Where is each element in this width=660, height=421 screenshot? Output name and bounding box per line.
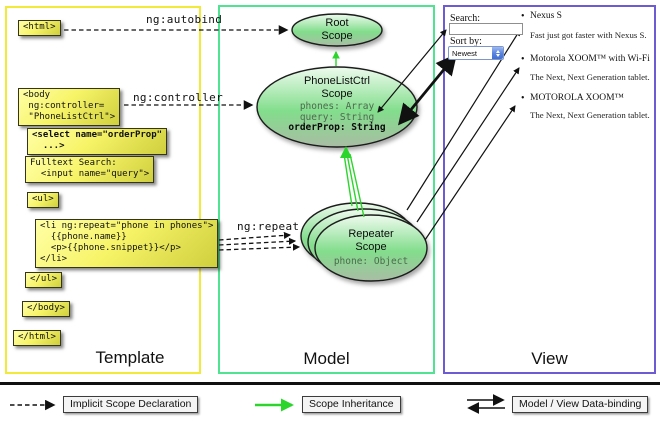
legend-divider [0, 382, 660, 385]
model-column-label: Model [303, 349, 350, 368]
template-column-label: Template [95, 348, 165, 367]
repeater-scope-prop: phone: Object [333, 256, 409, 267]
phone-name: Nexus S [530, 11, 562, 21]
root-scope-title: Root Scope [321, 17, 353, 42]
code-li-repeat: <li ng:repeat="phone in phones"> {{phone… [35, 219, 219, 268]
prop-orderprop: orderProp: String [288, 122, 386, 133]
root-scope: Root Scope [292, 17, 382, 42]
phone-name: MOTOROLA XOOM™ [530, 93, 624, 103]
code-select: <select name="orderProp" ...> [27, 128, 168, 155]
legend-data-binding: Model / View Data-binding [512, 396, 649, 413]
repeater-scope: Repeater Scope phone: Object [315, 228, 427, 268]
bullet-icon: • [521, 93, 525, 104]
search-input[interactable] [449, 23, 523, 35]
code-html-open: <html> [18, 20, 61, 36]
code-body-close: </body> [22, 301, 70, 317]
bullet-icon: • [521, 54, 525, 65]
phone-name: Motorola XOOM™ with Wi-Fi [530, 54, 650, 64]
code-html-close: </html> [13, 330, 61, 346]
template-panel [5, 6, 201, 374]
select-stepper-icon [492, 47, 503, 59]
code-fulltext: Fulltext Search: <input name="query"> [25, 156, 155, 183]
ng-autobind-label: ng:autobind [146, 13, 223, 26]
legend-implicit-scope: Implicit Scope Declaration [63, 396, 199, 413]
phone-snippet: The Next, Next Generation tablet. [530, 110, 650, 120]
phone-snippet: Fast just got faster with Nexus S. [530, 30, 647, 40]
model-panel [218, 5, 435, 374]
code-body-open: <body ng:controller= "PhoneListCtrl"> [18, 88, 121, 126]
bullet-icon: • [521, 11, 525, 22]
view-column-label: View [531, 349, 568, 368]
ng-repeat-label: ng:repeat [237, 220, 300, 233]
sort-select[interactable]: Newest [448, 46, 504, 60]
phonelistctrl-scope-props: phones: Array query: String orderProp: S… [257, 101, 417, 134]
sort-select-value: Newest [452, 48, 478, 58]
code-ul-open: <ul> [27, 192, 59, 208]
legend-scope-inheritance: Scope Inheritance [302, 396, 401, 413]
code-ul-close: </ul> [25, 272, 63, 288]
ng-controller-label: ng:controller [133, 91, 223, 104]
search-label: Search: [450, 13, 480, 24]
phonelistctrl-scope: PhoneListCtrl Scope phones: Array query:… [257, 75, 417, 134]
repeater-scope-title: Repeater Scope [348, 228, 394, 253]
phonelistctrl-scope-title: PhoneListCtrl Scope [303, 75, 371, 100]
phone-snippet: The Next, Next Generation tablet. [530, 72, 650, 82]
prop-phones: phones: Array [299, 101, 375, 112]
